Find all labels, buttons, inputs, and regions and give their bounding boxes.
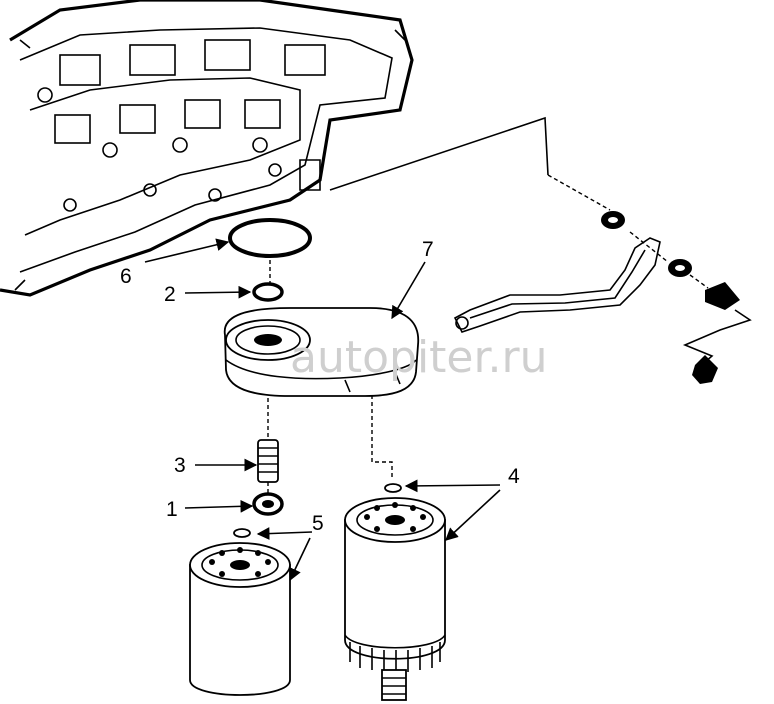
callout-5: 5 <box>312 512 324 535</box>
callout-6: 6 <box>120 265 132 288</box>
callout-3: 3 <box>174 454 186 477</box>
filter-head-part-7 <box>223 307 420 397</box>
nut-part-1 <box>252 492 284 516</box>
fuel-filter-part-5 <box>189 528 291 696</box>
water-separator-part-4 <box>344 483 446 701</box>
callout-7: 7 <box>422 238 434 261</box>
watermark: autopiter.ru <box>290 332 548 383</box>
callout-labels: 6 2 7 3 1 5 4 <box>120 238 520 535</box>
fuel-line-assembly <box>453 211 740 384</box>
callout-4: 4 <box>508 465 520 488</box>
assembly-lines <box>267 116 752 498</box>
nipple-part-3 <box>257 439 279 483</box>
watermark-text: autopiter.ru <box>290 332 548 383</box>
seal-part-2 <box>252 282 284 302</box>
callout-arrows <box>144 238 501 582</box>
callout-2: 2 <box>164 283 176 306</box>
o-ring-part-6 <box>228 218 312 258</box>
filter-4-holes <box>364 502 426 532</box>
filter-5-holes <box>209 547 271 577</box>
callout-1: 1 <box>166 498 178 521</box>
engine-block <box>0 0 414 297</box>
